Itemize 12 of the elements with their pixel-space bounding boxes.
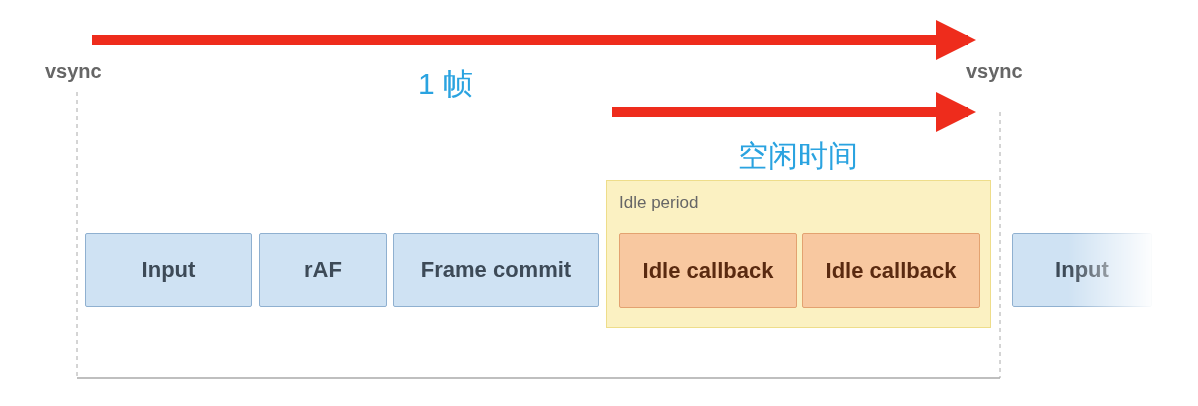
callback-box: Idle callback: [802, 233, 980, 308]
callback-box: Idle callback: [619, 233, 797, 308]
duration-label: 空闲时间: [738, 138, 858, 174]
process-box: rAF: [259, 233, 387, 307]
signal-label: vsync: [45, 60, 102, 83]
duration-label: 1 帧: [418, 66, 474, 102]
process-box: Input: [85, 233, 252, 307]
process-box: Input: [1012, 233, 1152, 307]
process-box: Frame commit: [393, 233, 599, 307]
signal-label: vsync: [966, 60, 1023, 83]
group-panel: [606, 180, 991, 328]
group-title: Idle period: [619, 193, 699, 213]
